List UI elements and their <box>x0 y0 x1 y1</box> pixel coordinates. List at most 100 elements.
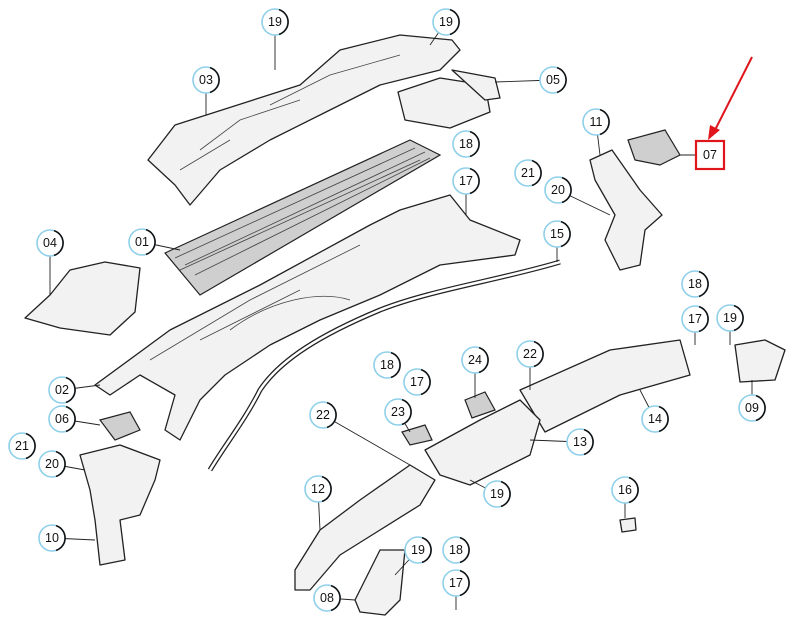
callout-shadow-arc <box>55 524 66 552</box>
leader-line <box>322 414 411 466</box>
part-13-console[interactable] <box>424 399 541 486</box>
callout-13[interactable]: 13 <box>566 428 594 456</box>
callout-20[interactable]: 20 <box>544 176 572 204</box>
callout-label: 07 <box>703 148 717 162</box>
callout-18[interactable]: 18 <box>452 130 480 158</box>
highlight-arrow <box>713 56 753 133</box>
callout-23[interactable]: 23 <box>384 398 412 426</box>
part-10-duct[interactable] <box>79 444 161 566</box>
callout-17[interactable]: 17 <box>452 167 480 195</box>
callout-shadow-arc <box>65 405 76 433</box>
callout-shadow-arc <box>421 536 432 564</box>
callout-label: 23 <box>391 405 405 419</box>
callout-12[interactable]: 12 <box>304 475 332 503</box>
part-08-bracket[interactable] <box>354 549 406 616</box>
part-06-clip[interactable] <box>98 411 141 441</box>
callout-09[interactable]: 09 <box>738 394 766 422</box>
callout-01[interactable]: 01 <box>128 228 156 256</box>
callout-shadow-arc <box>459 536 470 564</box>
callout-06[interactable]: 06 <box>48 405 76 433</box>
callout-shadow-arc <box>321 475 332 503</box>
callout-05[interactable]: 05 <box>539 66 567 94</box>
highlight-arrow-head <box>708 125 720 140</box>
callout-label: 05 <box>546 73 560 87</box>
callout-10[interactable]: 10 <box>38 524 66 552</box>
callout-shadow-arc <box>449 8 460 36</box>
callout-label: 18 <box>380 358 394 372</box>
callout-18[interactable]: 18 <box>442 536 470 564</box>
part-12-trim[interactable] <box>294 464 436 591</box>
part-02-main-panel[interactable] <box>94 194 521 441</box>
callout-21[interactable]: 21 <box>8 432 36 460</box>
callout-label: 19 <box>268 15 282 29</box>
callout-label: 24 <box>468 353 482 367</box>
callout-label: 03 <box>199 73 213 87</box>
callout-label: 14 <box>648 412 662 426</box>
callouts: 19 19 03 05 18 11 07 21 17 20 15 04 01 18 17 19 22 18 17 24… <box>8 8 766 612</box>
callout-17[interactable]: 17 <box>681 305 709 333</box>
callout-shadow-arc <box>209 66 220 94</box>
part-03-cover[interactable] <box>147 34 461 206</box>
callout-shadow-arc <box>556 66 567 94</box>
callout-shadow-arc <box>145 228 156 256</box>
callout-19[interactable]: 19 <box>261 8 289 36</box>
callout-label: 21 <box>521 166 535 180</box>
callout-22[interactable]: 22 <box>516 340 544 368</box>
callout-08[interactable]: 08 <box>313 584 341 612</box>
part-01-filter[interactable] <box>164 139 442 296</box>
callout-21[interactable]: 21 <box>514 159 542 187</box>
part-09-bracket[interactable] <box>734 339 786 383</box>
callout-label: 22 <box>523 347 537 361</box>
callout-label: 18 <box>688 277 702 291</box>
callout-19[interactable]: 19 <box>404 536 432 564</box>
callout-11[interactable]: 11 <box>582 108 610 136</box>
callout-label: 20 <box>551 183 565 197</box>
callout-label: 09 <box>745 401 759 415</box>
part-16-clip[interactable] <box>619 517 637 533</box>
callout-label: 12 <box>311 482 325 496</box>
callout-16[interactable]: 16 <box>611 476 639 504</box>
part-05-housing[interactable] <box>397 77 491 129</box>
callout-17[interactable]: 17 <box>442 569 470 597</box>
callout-02[interactable]: 02 <box>48 376 76 404</box>
callout-label: 19 <box>723 311 737 325</box>
callout-24[interactable]: 24 <box>461 346 489 374</box>
callout-17[interactable]: 17 <box>403 368 431 396</box>
part-11-duct[interactable] <box>589 149 663 271</box>
callout-label: 17 <box>459 174 473 188</box>
callout-19[interactable]: 19 <box>483 480 511 508</box>
part-07-vent[interactable] <box>627 129 681 166</box>
callout-shadow-arc <box>65 376 76 404</box>
callout-18[interactable]: 18 <box>373 351 401 379</box>
part-05-bracket[interactable] <box>451 69 501 101</box>
callout-label: 22 <box>316 408 330 422</box>
callout-shadow-arc <box>531 159 542 187</box>
callout-04[interactable]: 04 <box>36 229 64 257</box>
callout-shadow-arc <box>698 270 709 298</box>
part-04-cover[interactable] <box>24 261 141 336</box>
leader-lines <box>49 21 753 610</box>
callout-label: 17 <box>688 312 702 326</box>
callout-shadow-arc <box>583 428 594 456</box>
callout-shadow-arc <box>478 346 489 374</box>
callout-15[interactable]: 15 <box>543 220 571 248</box>
callout-19[interactable]: 19 <box>716 304 744 332</box>
callout-03[interactable]: 03 <box>192 66 220 94</box>
callout-18[interactable]: 18 <box>681 270 709 298</box>
callout-label: 08 <box>320 591 334 605</box>
part-14-trim[interactable] <box>519 339 691 433</box>
callout-14[interactable]: 14 <box>641 405 669 433</box>
callout-20[interactable]: 20 <box>38 450 66 478</box>
callout-label: 17 <box>410 375 424 389</box>
callout-shadow-arc <box>733 304 744 332</box>
callout-22[interactable]: 22 <box>309 401 337 429</box>
callout-shadow-arc <box>55 450 66 478</box>
part-23-clip[interactable] <box>401 424 433 446</box>
callout-19[interactable]: 19 <box>432 8 460 36</box>
parts-drawing <box>24 34 786 616</box>
part-24-clip[interactable] <box>464 391 496 419</box>
callout-shadow-arc <box>500 480 511 508</box>
callout-07[interactable]: 07 <box>694 139 726 171</box>
callout-shadow-arc <box>390 351 401 379</box>
callout-label: 18 <box>449 543 463 557</box>
